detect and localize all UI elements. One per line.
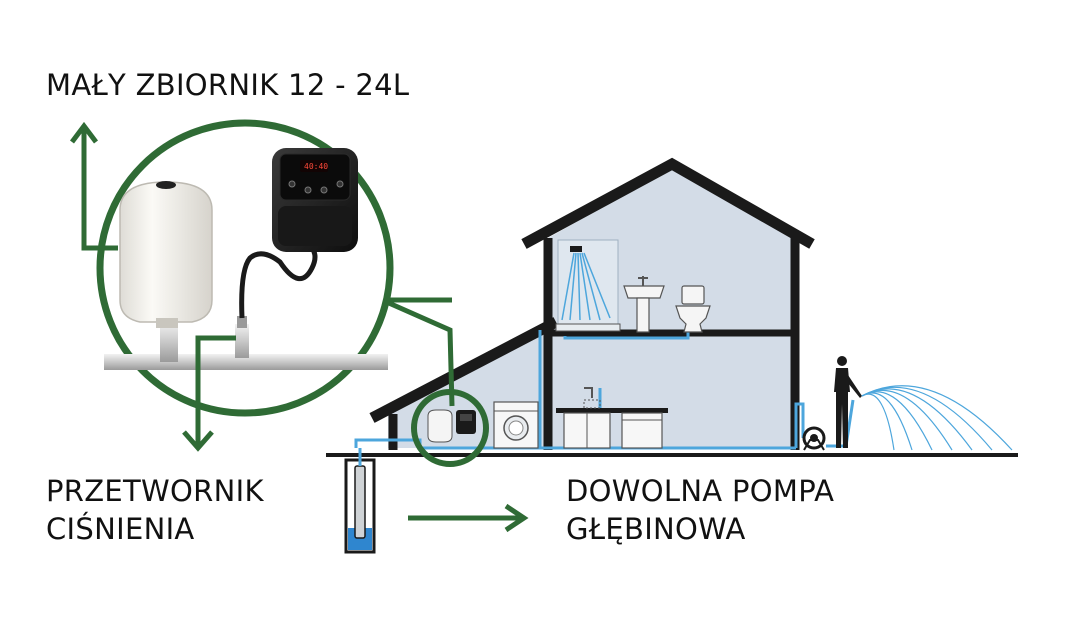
kitchen-cabinet-icon (556, 387, 668, 449)
toilet-icon (675, 285, 711, 333)
water-spray (861, 385, 1013, 451)
deep-well-pump-icon (344, 448, 376, 554)
converter-label: PRZETWORNIK CIŚNIENIA (46, 472, 264, 548)
tank-label: MAŁY ZBIORNIK 12 - 24L (46, 68, 410, 102)
converter-label-line1: PRZETWORNIK (46, 474, 264, 508)
house-annex-roof (369, 317, 559, 423)
person-watering-icon (834, 356, 862, 448)
pump-label-line1: DOWOLNA POMPA (566, 474, 835, 508)
arrow-to-tank (70, 121, 118, 251)
controller-cable (239, 246, 318, 319)
device-display-readout: 40:40 (304, 162, 328, 171)
pump-label: DOWOLNA POMPA GŁĘBINOWA (566, 472, 834, 548)
mini-system-icon (427, 409, 476, 443)
hose-reel-icon (802, 426, 826, 451)
arrow-to-pump-label (408, 503, 529, 533)
washing-machine-icon (493, 401, 539, 449)
converter-label-line2: CIŚNIENIA (46, 512, 195, 546)
house-main-roof (521, 157, 815, 249)
house-upper-fill (548, 168, 796, 448)
pressure-tank-icon (119, 181, 213, 328)
pump-label-line2: GŁĘBINOWA (566, 512, 746, 546)
sink-icon (623, 276, 665, 333)
dishwasher-icon (621, 412, 663, 449)
shower-icon (555, 239, 621, 332)
pipe-assembly (104, 316, 388, 370)
arrow-to-converter (182, 335, 236, 452)
pressure-controller-icon: 40:40 (272, 148, 358, 252)
